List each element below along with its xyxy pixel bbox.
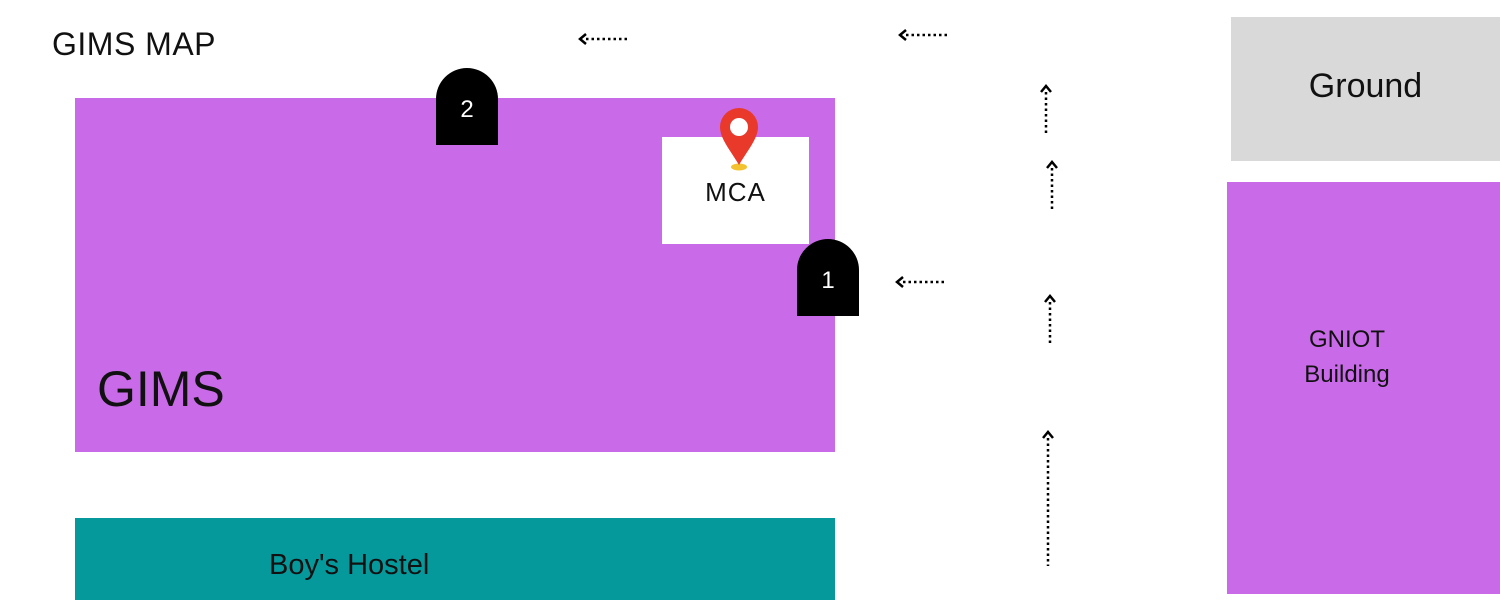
path-arrow-left-top-1	[578, 33, 630, 45]
location-pin-icon[interactable]	[719, 107, 759, 173]
boys-hostel-label: Boy's Hostel	[269, 549, 430, 581]
ground-area[interactable]: Ground	[1231, 17, 1500, 161]
map-title: GIMS MAP	[52, 26, 217, 62]
gniot-building[interactable]: GNIOT Building	[1227, 182, 1500, 594]
gate-1-marker[interactable]: 1	[797, 239, 859, 316]
path-arrow-up-2	[1046, 160, 1058, 210]
mca-building[interactable]: MCA	[662, 108, 809, 244]
path-arrow-up-4	[1042, 430, 1054, 566]
path-arrow-left-top-2	[898, 29, 950, 41]
gate-2-marker[interactable]: 2	[436, 68, 498, 145]
gniot-label-line2: Building	[1304, 361, 1390, 388]
mca-label: MCA	[705, 177, 766, 207]
ground-label: Ground	[1308, 67, 1423, 105]
gims-building[interactable]: GIMS MCA	[75, 98, 835, 452]
path-arrow-up-1	[1040, 84, 1052, 134]
path-arrow-left-gate-1	[895, 276, 947, 288]
gniot-label-line1: GNIOT	[1309, 326, 1385, 353]
path-arrow-up-3	[1044, 294, 1056, 344]
boys-hostel-building[interactable]: Boy's Hostel	[75, 518, 835, 600]
gims-label: GIMS	[97, 361, 225, 417]
